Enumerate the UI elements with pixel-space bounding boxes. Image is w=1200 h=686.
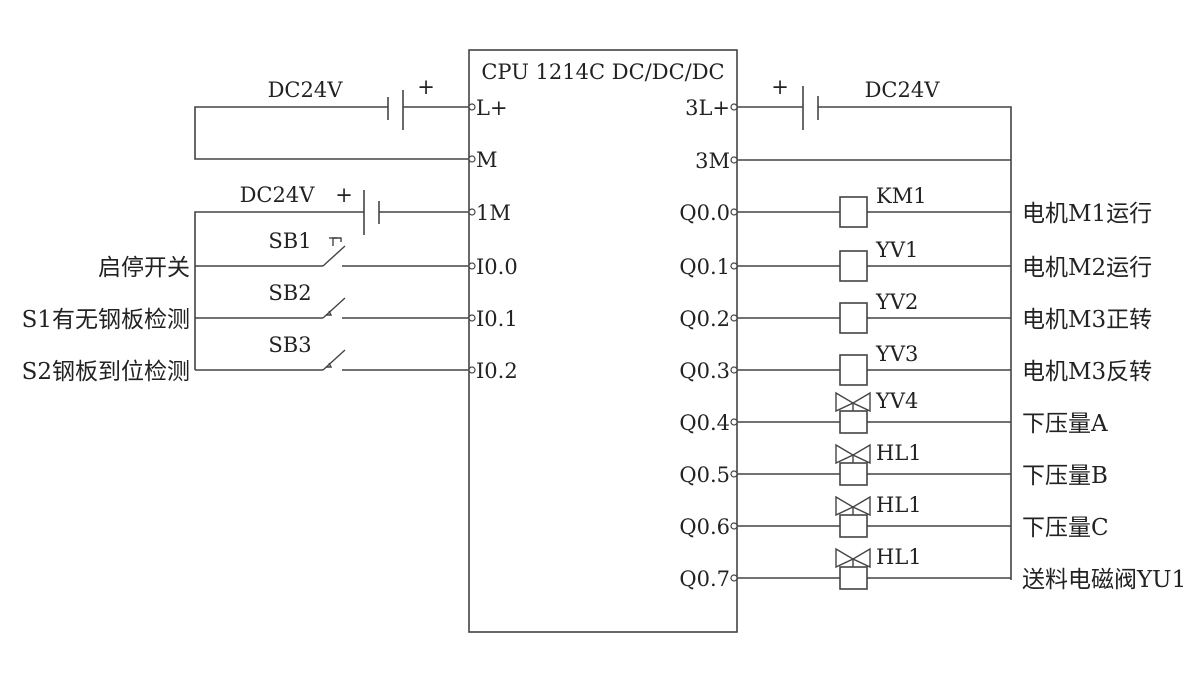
terminal-dot: [468, 208, 476, 216]
right-terminal-label: Q0.1: [679, 255, 730, 279]
output-device-label: HL1: [876, 545, 922, 569]
solenoid-icon: [839, 566, 868, 590]
output-description: 电机M3反转: [1022, 359, 1152, 385]
terminal-dot: [730, 314, 738, 322]
right-terminal-label: Q0.6: [679, 515, 730, 539]
left-terminal-label: I0.2: [476, 359, 518, 383]
input-description: S2钢板到位检测: [22, 359, 190, 385]
valve-icon: [835, 495, 855, 517]
output-row: KM1 电机M1运行: [737, 184, 1152, 228]
output-device-label: YV1: [875, 238, 918, 262]
left-terminal-label: L+: [476, 96, 508, 120]
right-terminal-label: Q0.4: [679, 411, 730, 435]
coil-icon: [839, 250, 868, 282]
right-terminal-label: 3L+: [685, 96, 730, 120]
left-terminals: L+ M 1M I0.0I0.1I0.2: [468, 96, 518, 383]
left-terminal-label: I0.0: [476, 255, 518, 279]
sensor-marker-icon: [326, 310, 333, 316]
output-power-circuit: DC24V +: [737, 75, 1012, 580]
terminal-dot: [730, 574, 738, 582]
main-power-circuit: DC24V +: [194, 75, 469, 160]
output-power-label: DC24V: [865, 78, 941, 102]
output-row: YV1 电机M2运行: [737, 238, 1152, 282]
plc-module: [468, 49, 738, 633]
output-description: 电机M2运行: [1022, 255, 1152, 281]
terminal-dot: [468, 366, 476, 374]
left-terminal-label: I0.1: [476, 307, 518, 331]
solenoid-icon: [839, 410, 868, 434]
valve-icon: [835, 547, 855, 569]
valve-icon: [835, 391, 855, 413]
terminal-dot: [468, 314, 476, 322]
solenoid-icon: [839, 514, 868, 538]
switch-contact: [322, 245, 346, 267]
output-device-label: HL1: [876, 441, 922, 465]
output-description: 下压量C: [1022, 515, 1109, 541]
right-terminal-label: Q0.2: [679, 307, 730, 331]
terminal-dot: [730, 262, 738, 270]
output-description: 电机M3正转: [1022, 307, 1152, 333]
output-row: HL1 下压量B: [737, 441, 1108, 489]
terminal-dot: [730, 522, 738, 530]
right-terminals: 3L+ 3M Q0.0Q0.1Q0.2Q0.3Q0.4Q0.5Q0.6Q0.7: [679, 96, 738, 591]
terminal-dot: [468, 262, 476, 270]
terminal-dot: [730, 418, 738, 426]
output-row: YV4 下压量A: [737, 389, 1108, 437]
output-row: YV3 电机M3反转: [737, 342, 1152, 386]
sensor-marker-icon: [326, 362, 333, 368]
input-power-label: DC24V: [240, 183, 316, 207]
right-terminal-label: Q0.7: [679, 567, 730, 591]
output-device-label: KM1: [876, 184, 927, 208]
input-device-label: SB1: [268, 229, 311, 253]
input-device-label: SB3: [268, 333, 311, 357]
output-device-label: YV4: [875, 389, 918, 413]
output-power-polarity: +: [771, 75, 789, 99]
right-terminal-label: Q0.3: [679, 359, 730, 383]
output-row: HL1 送料电磁阀YU1: [737, 545, 1186, 593]
output-description: 送料电磁阀YU1: [1022, 567, 1186, 593]
coil-icon: [839, 302, 868, 334]
valve-icon: [835, 443, 855, 465]
output-description: 电机M1运行: [1022, 201, 1152, 227]
input-power-polarity: +: [335, 183, 353, 207]
main-power-polarity: +: [417, 75, 435, 99]
left-terminal-label: 1M: [476, 201, 511, 225]
left-terminal-label: M: [476, 148, 498, 172]
input-power-circuit: DC24V +: [194, 183, 469, 370]
main-power-label: DC24V: [268, 78, 344, 102]
input-description: 启停开关: [98, 255, 190, 281]
terminal-dot: [468, 103, 476, 111]
input-row: SB1 启停开关: [98, 229, 469, 281]
plc-title: CPU 1214C DC/DC/DC: [481, 60, 724, 84]
right-terminal-label: Q0.0: [679, 201, 730, 225]
coil-icon: [839, 196, 868, 228]
output-description: 下压量B: [1022, 463, 1108, 489]
output-device-label: HL1: [876, 493, 922, 517]
terminal-dot: [468, 155, 476, 163]
coil-icon: [839, 354, 868, 386]
pushbutton-actuator-icon: [332, 237, 342, 246]
terminal-dot: [730, 156, 738, 164]
terminal-dot: [730, 470, 738, 478]
input-description: S1有无钢板检测: [22, 307, 190, 333]
input-device-label: SB2: [268, 281, 311, 305]
output-row: HL1 下压量C: [737, 493, 1109, 541]
output-rows: KM1 电机M1运行 YV1 电机M2运行 YV2 电机M3正转 YV3 电机M3反转 YV4 下…: [737, 184, 1186, 593]
terminal-dot: [730, 366, 738, 374]
terminal-dot: [730, 208, 738, 216]
solenoid-icon: [839, 462, 868, 486]
terminal-dot: [730, 103, 738, 111]
output-device-label: YV2: [875, 290, 918, 314]
output-device-label: YV3: [875, 342, 918, 366]
right-terminal-label: 3M: [695, 149, 730, 173]
right-terminal-label: Q0.5: [679, 463, 730, 487]
output-row: YV2 电机M3正转: [737, 290, 1152, 334]
output-description: 下压量A: [1022, 411, 1108, 437]
